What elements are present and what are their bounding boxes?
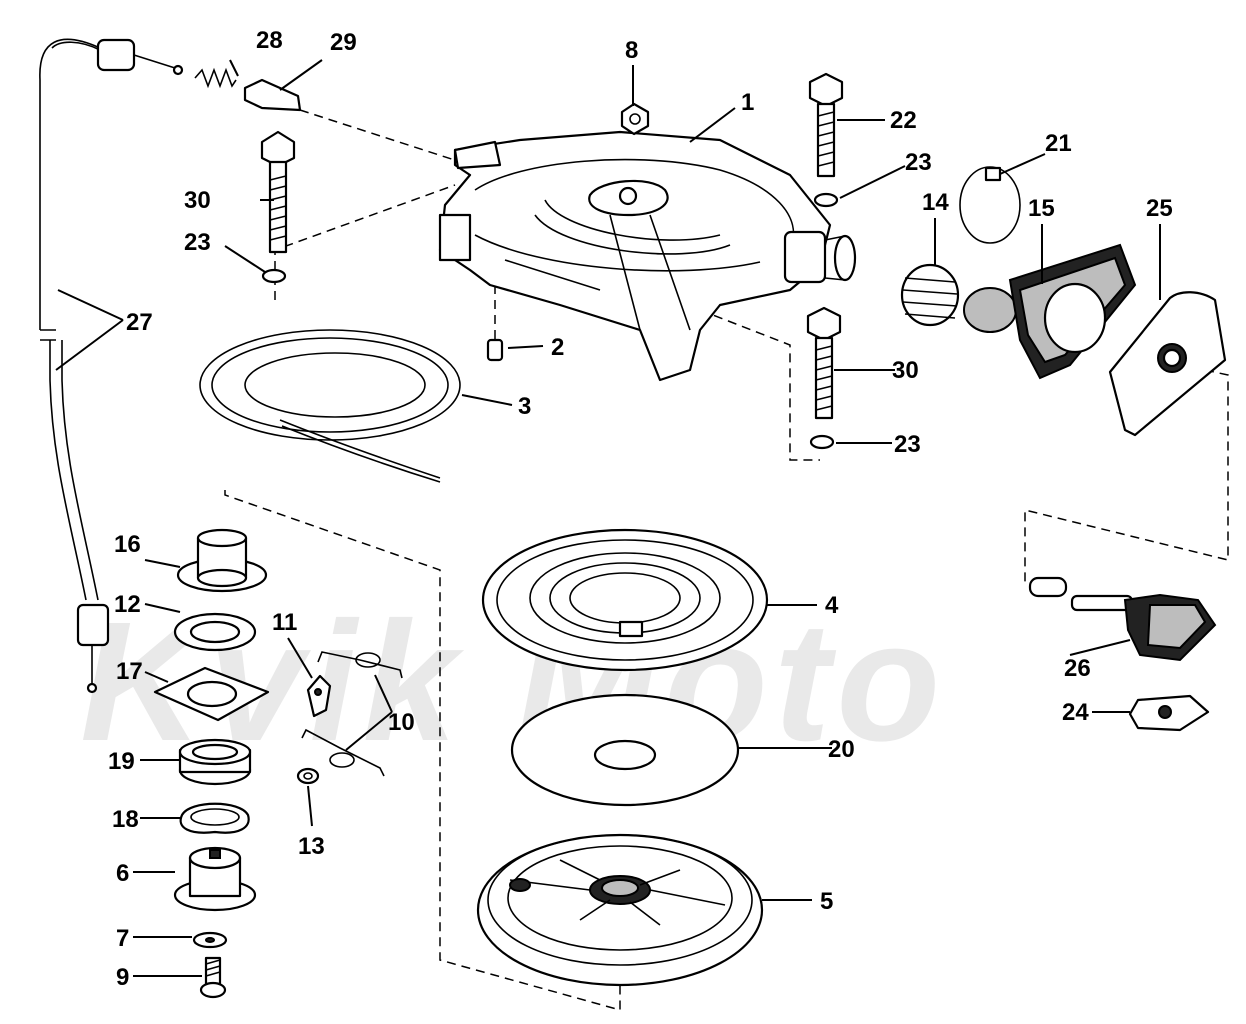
callout-23-bottom: 23: [894, 431, 921, 458]
callout-labels: 1 2 3 4 5 6 7 8 9 10 11 12 13 14 15 16 1…: [108, 27, 1173, 991]
callout-19: 19: [108, 748, 135, 775]
washer-part-23-bottom: [809, 434, 835, 450]
callout-21: 21: [1045, 130, 1072, 157]
leader-lines: [55, 59, 1161, 977]
callout-27: 27: [126, 309, 153, 336]
pawl-part-11: [306, 674, 332, 718]
callout-6: 6: [116, 860, 129, 887]
callout-13: 13: [298, 833, 325, 860]
callout-7: 7: [116, 925, 129, 952]
handle-part-26: [1028, 576, 1217, 662]
callout-9: 9: [116, 964, 129, 991]
callout-17: 17: [116, 658, 143, 685]
callout-16: 16: [114, 531, 141, 558]
nut-part-8: [620, 102, 650, 136]
bolt-part-30-left: [260, 130, 296, 254]
bolt-part-22: [808, 72, 844, 178]
callout-25: 25: [1146, 195, 1173, 222]
callout-11: 11: [272, 609, 297, 636]
pulley-part-5: [476, 833, 764, 987]
callout-30-left: 30: [184, 187, 211, 214]
link-springs-part-10: [301, 651, 403, 777]
clip-part-13: [296, 767, 320, 785]
washer-part-7: [192, 931, 228, 949]
washer-part-23-top: [813, 192, 839, 208]
callout-23-top: 23: [905, 149, 932, 176]
spring-part-28: [194, 67, 237, 89]
washer-part-12: [173, 612, 257, 652]
callout-24: 24: [1062, 699, 1089, 726]
callout-26: 26: [1064, 655, 1091, 682]
hub-part-6: [173, 846, 257, 912]
callout-10: 10: [388, 709, 415, 736]
pin-part-2: [486, 338, 504, 362]
handle-boot-part-15: [963, 243, 1137, 380]
callout-5: 5: [820, 888, 833, 915]
callout-14: 14: [922, 189, 949, 216]
spring-plate-part-4: [481, 528, 769, 672]
plate-part-25: [1108, 291, 1227, 437]
gasket-part-17: [153, 666, 270, 722]
callout-29: 29: [330, 29, 357, 56]
clamp-part-21: [959, 166, 1021, 244]
spring-part-14: [900, 263, 960, 327]
cable-part-27: [39, 38, 184, 694]
seal-part-19: [178, 738, 252, 786]
washer-part-23-left: [261, 268, 287, 284]
callout-12: 12: [114, 591, 141, 618]
callout-30-right: 30: [892, 357, 919, 384]
callout-20: 20: [828, 736, 855, 763]
callout-8: 8: [625, 37, 638, 64]
rope-part-3: [199, 329, 461, 483]
callout-1: 1: [741, 89, 754, 116]
insert-part-24: [1128, 694, 1210, 732]
screw-part-9: [199, 956, 227, 999]
callout-28: 28: [256, 27, 283, 54]
oring-part-18: [179, 802, 250, 834]
starter-housing-part-1: [438, 130, 857, 382]
callout-15: 15: [1028, 195, 1055, 222]
plate-part-20: [510, 693, 740, 807]
bolt-part-30-right: [806, 306, 842, 420]
callout-2: 2: [551, 334, 564, 361]
callout-3: 3: [518, 393, 531, 420]
bushing-part-16: [176, 528, 268, 593]
callout-18: 18: [112, 806, 139, 833]
plunger-part-29: [243, 78, 302, 112]
callout-22: 22: [890, 107, 917, 134]
callout-4: 4: [825, 592, 839, 619]
callout-23-left: 23: [184, 229, 211, 256]
